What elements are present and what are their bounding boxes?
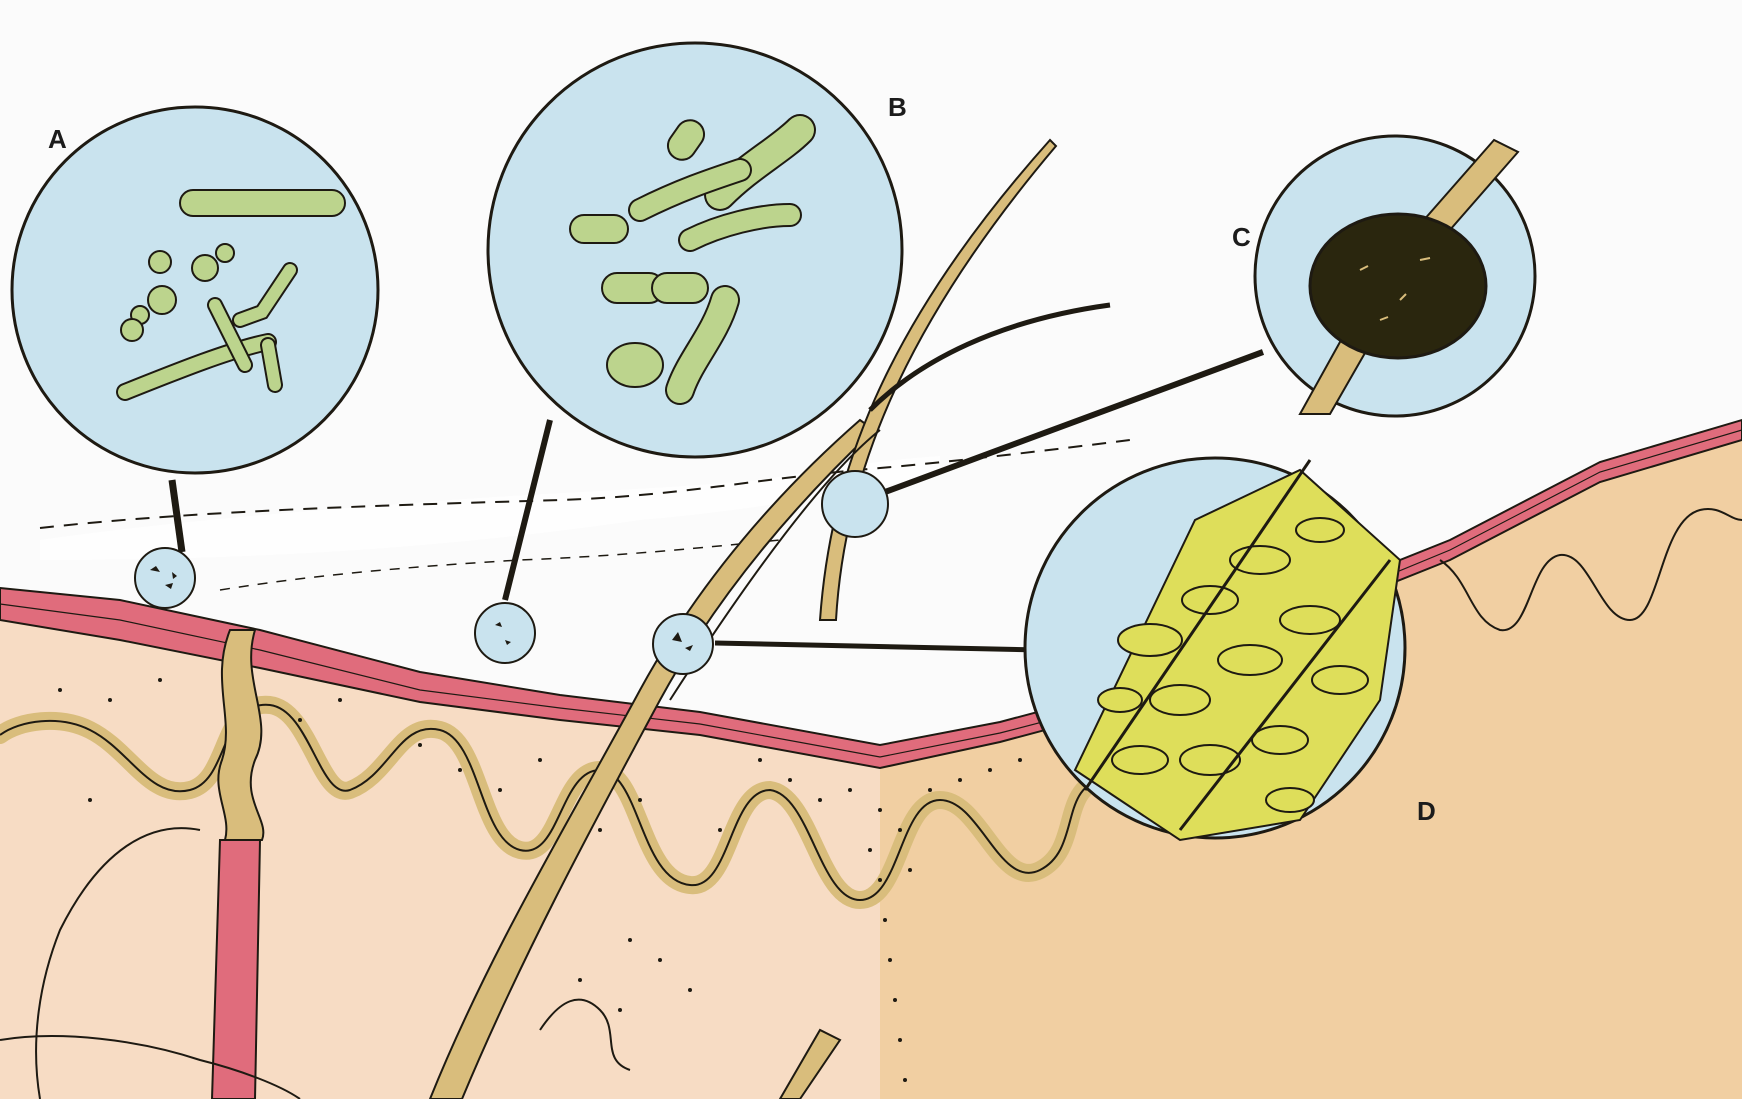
magnifier-c [1255, 136, 1535, 416]
spot-d [653, 614, 713, 674]
panel-label-b: B [888, 92, 907, 123]
magnifier-b [488, 43, 902, 457]
magnifier-a [12, 107, 378, 473]
panel-label-a: A [48, 124, 67, 155]
panel-label-c: C [1232, 222, 1251, 253]
spot-hair [822, 471, 888, 537]
spot-b [475, 603, 535, 663]
spot-a [135, 548, 195, 608]
panel-label-d: D [1417, 796, 1436, 827]
blood-vessel [212, 840, 260, 1099]
magnifier-d [1025, 458, 1405, 840]
